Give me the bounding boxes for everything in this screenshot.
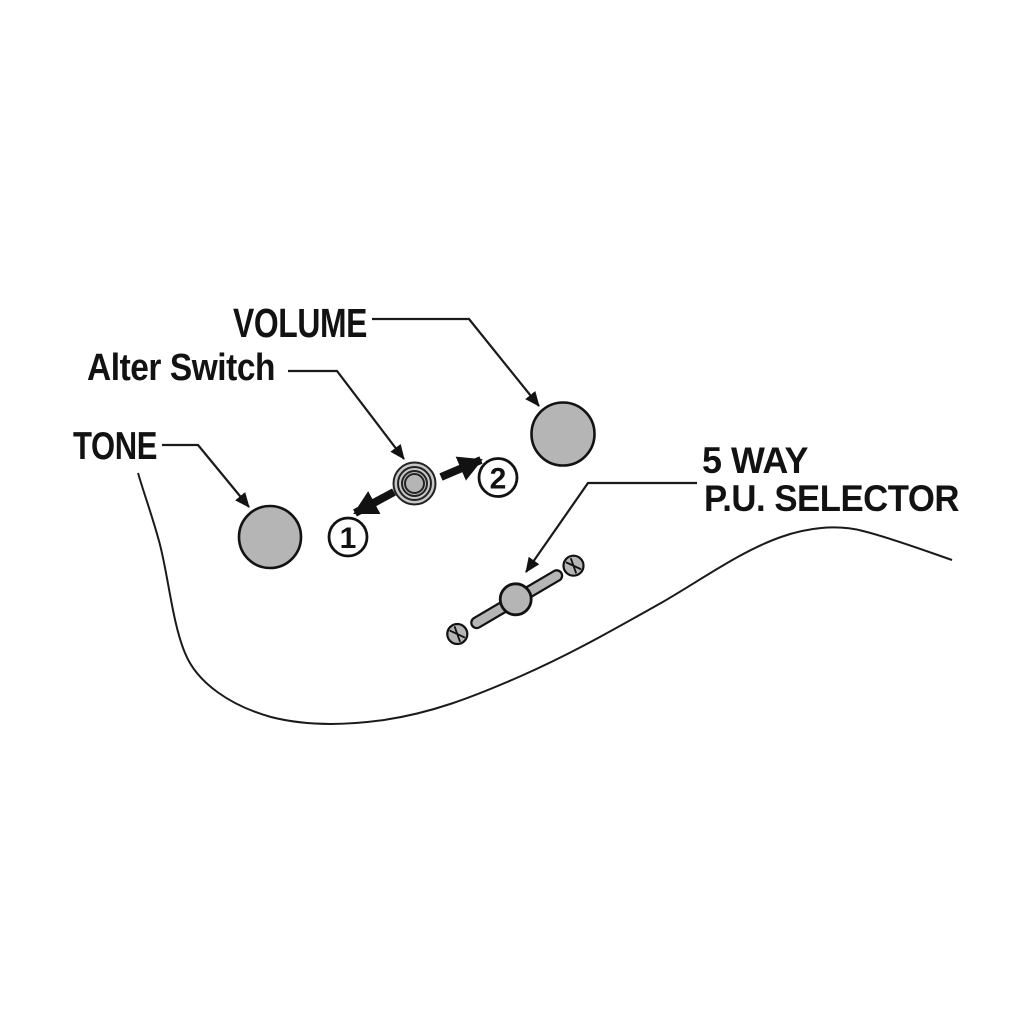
pu-selector-label-line2: P.U. SELECTOR (704, 478, 959, 519)
position-badge-1-number: 1 (340, 522, 357, 555)
alter-switch-direction-arrow-1 (353, 488, 396, 517)
position-badge-2-number: 2 (490, 463, 507, 496)
alter-switch-direction-arrow-2 (439, 456, 483, 481)
pu-selector-label-line1: 5 WAY (702, 440, 809, 481)
selector-screw-bottom-icon (446, 622, 469, 646)
volume-knob-icon (530, 401, 596, 467)
alter-switch-callout-pointer (288, 369, 405, 460)
position-badge-1: 1 (327, 516, 369, 558)
alter-switch-label: Alter Switch (87, 347, 275, 389)
tone-callout-pointer (162, 443, 250, 508)
pu-selector-label: 5 WAY P.U. SELECTOR (702, 440, 960, 519)
guitar-body-edge-curve (137, 472, 953, 725)
position-badge-2: 2 (477, 457, 519, 498)
alter-switch-cap (404, 473, 425, 494)
tone-knob-icon (237, 504, 303, 570)
selector-knob (498, 582, 533, 617)
volume-label: VOLUME (233, 300, 367, 346)
selector-screw-top-icon (562, 554, 585, 577)
volume-callout-pointer (372, 317, 540, 407)
selector-callout-pointer (525, 481, 697, 573)
position-badge-2-circle (477, 457, 519, 498)
position-badge-1-circle (327, 516, 369, 558)
tone-label: TONE (73, 425, 157, 468)
pickup-selector-switch-icon (446, 554, 585, 646)
alter-switch-knob-icon (392, 461, 437, 506)
